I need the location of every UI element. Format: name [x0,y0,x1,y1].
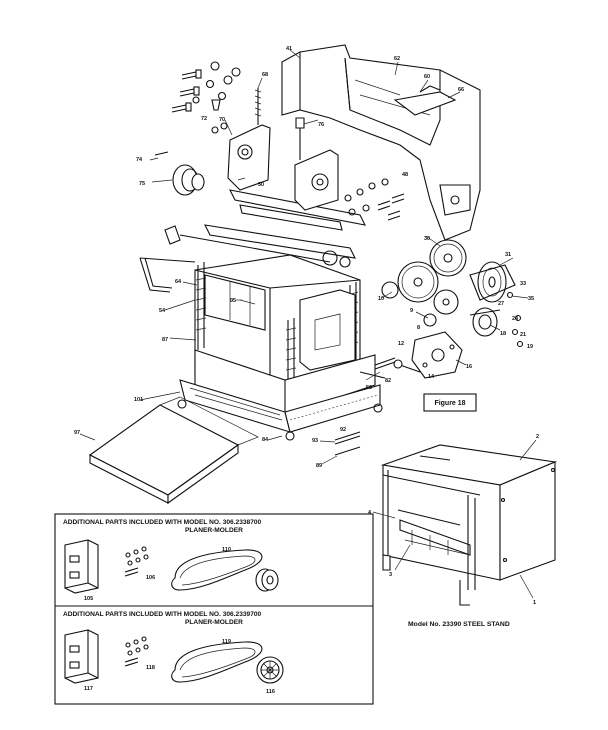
callout: 30 [424,236,430,242]
left-head-bracket [227,88,271,191]
stand-caption: Model No. 23390 STEEL STAND [408,621,510,628]
callout: 110 [222,547,231,553]
callout: 89 [316,463,322,469]
callout: 48 [402,172,408,178]
callout: 64 [175,279,182,285]
cutterhead-assembly [164,189,366,268]
callout: 24 [512,316,519,322]
callout: 62 [394,56,400,62]
callout: 101 [134,397,143,403]
fastener-cluster [171,61,241,134]
figure-label-box: Figure 18 [423,393,477,412]
callout-labels: 41 62 60 66 68 70 72 74 75 76 50 48 30 3… [74,46,539,695]
right-fasteners [344,178,405,221]
callout: 56 [366,385,372,391]
callout: 119 [222,639,231,645]
callout: 82 [385,378,391,384]
callout: 8 [417,325,420,331]
right-head-bracket [294,117,339,211]
callout: 10 [378,296,384,302]
cutterhead-pulley [154,151,205,196]
loose-pins [334,357,396,456]
callout: 74 [136,157,143,163]
callout: 2 [536,434,539,440]
callout: 116 [266,689,275,695]
crank-handle [139,257,196,293]
callout: 93 [312,438,318,444]
callout: 33 [520,281,526,287]
callout: 118 [146,665,155,671]
callout: 16 [466,364,472,370]
callout: 84 [262,437,269,443]
lower-housing [177,349,383,441]
callout: 66 [458,87,464,93]
callout: 19 [527,344,533,350]
callout: 50 [258,182,264,188]
callout: 18 [500,331,506,337]
callout: 117 [84,686,93,692]
steel-stand [380,444,558,606]
callout: 12 [398,341,404,347]
figure-label: Figure 18 [434,400,465,407]
callout: 76 [318,122,324,128]
callout: 35 [528,296,534,302]
callout: 97 [74,430,80,436]
extension-table [88,396,259,505]
callout: 106 [146,575,155,581]
callout: 41 [286,46,292,52]
kit2-header-line2: PLANER-MOLDER [185,619,243,626]
callout: 3 [389,572,392,578]
callout: 92 [340,427,346,433]
callout: 95 [230,298,236,304]
callout: 60 [424,74,430,80]
callout: 31 [505,252,511,258]
gear-train [381,239,524,348]
callout: 70 [219,117,225,123]
callout: 21 [520,332,526,338]
kit2-header-line1: ADDITIONAL PARTS INCLUDED WITH MODEL NO.… [63,611,262,618]
gear-bracket [393,331,463,379]
callout: 54 [159,308,166,314]
callout: 1 [533,600,536,606]
rear-cover [281,44,481,241]
callout: 105 [84,596,93,602]
kit1-header-line1: ADDITIONAL PARTS INCLUDED WITH MODEL NO.… [63,519,262,526]
kit-panel: ADDITIONAL PARTS INCLUDED WITH MODEL NO.… [54,513,374,705]
kit1-header-line2: PLANER-MOLDER [185,527,243,534]
callout: 9 [410,308,413,314]
leader-lines [79,49,537,599]
callout: 72 [201,116,207,122]
callout: 75 [139,181,145,187]
callout: 68 [262,72,268,78]
callout: 27 [498,301,504,307]
callout: 14 [428,374,435,380]
callout: 87 [162,337,168,343]
callout: 4 [368,510,372,516]
